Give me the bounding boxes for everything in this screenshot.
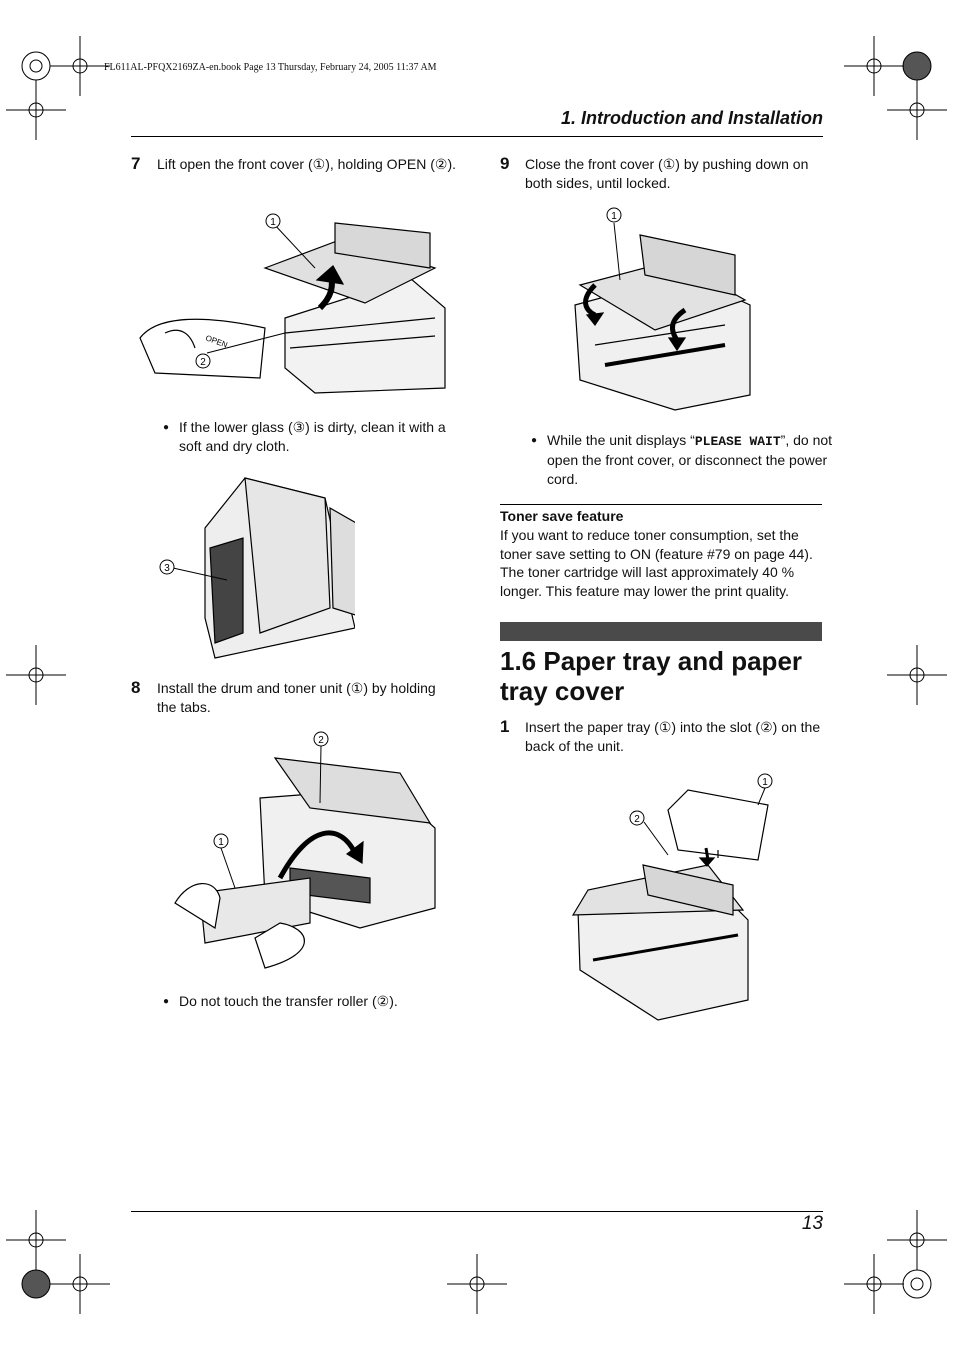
callout-2: 2 xyxy=(318,735,324,746)
figure-lower-glass: 3 xyxy=(155,468,355,660)
please-wait-pre: While the unit displays “ xyxy=(547,432,695,448)
bullet-transfer-roller: Do not touch the transfer roller (②). xyxy=(163,992,471,1011)
callout-1: 1 xyxy=(218,837,224,848)
page-number: 13 xyxy=(801,1213,823,1234)
footer-rule xyxy=(131,1211,823,1212)
bullet-lower-glass: If the lower glass (③) is dirty, clean i… xyxy=(163,418,471,456)
step-8-text: Install the drum and toner unit (①) by h… xyxy=(157,680,436,715)
figure-paper-tray: 1 2 xyxy=(568,770,778,1025)
toner-save-body: If you want to reduce toner consumption,… xyxy=(500,527,813,599)
figure-install-drum: 2 1 xyxy=(170,728,440,976)
callout-2: 2 xyxy=(634,814,640,825)
header-rule xyxy=(131,136,823,137)
please-wait-display: PLEASE WAIT xyxy=(694,434,781,449)
callout-1: 1 xyxy=(611,211,617,222)
bullet-please-wait: While the unit displays “PLEASE WAIT”, d… xyxy=(531,431,839,489)
book-info: FL611AL-PFQX2169ZA-en.book Page 13 Thurs… xyxy=(104,62,437,73)
step-7-number: 7 xyxy=(131,154,141,173)
toner-rule xyxy=(500,504,822,505)
please-wait-post: ”, do not open the front cover, or disco… xyxy=(547,432,833,487)
figure-open-front-cover: 1 2 OPEN xyxy=(135,208,450,398)
toner-save-title: Toner save feature xyxy=(500,508,624,524)
callout-1: 1 xyxy=(762,777,768,788)
callout-3: 3 xyxy=(164,563,170,574)
figure-close-front-cover: 1 xyxy=(565,205,753,413)
step-8-number: 8 xyxy=(131,678,141,697)
step-1-number: 1 xyxy=(500,717,510,736)
section-title: 1.6 Paper tray and paper tray cover xyxy=(500,646,803,706)
step-1-text: Insert the paper tray (①) into the slot … xyxy=(525,719,821,754)
step-9-number: 9 xyxy=(500,154,510,173)
section-header: 1. Introduction and Installation xyxy=(560,108,823,128)
callout-1: 1 xyxy=(270,217,276,228)
section-bar xyxy=(500,622,822,641)
step-9-text: Close the front cover (①) by pushing dow… xyxy=(525,156,809,191)
step-7-text: Lift open the front cover (①), holding O… xyxy=(157,156,457,172)
callout-2: 2 xyxy=(200,357,206,368)
